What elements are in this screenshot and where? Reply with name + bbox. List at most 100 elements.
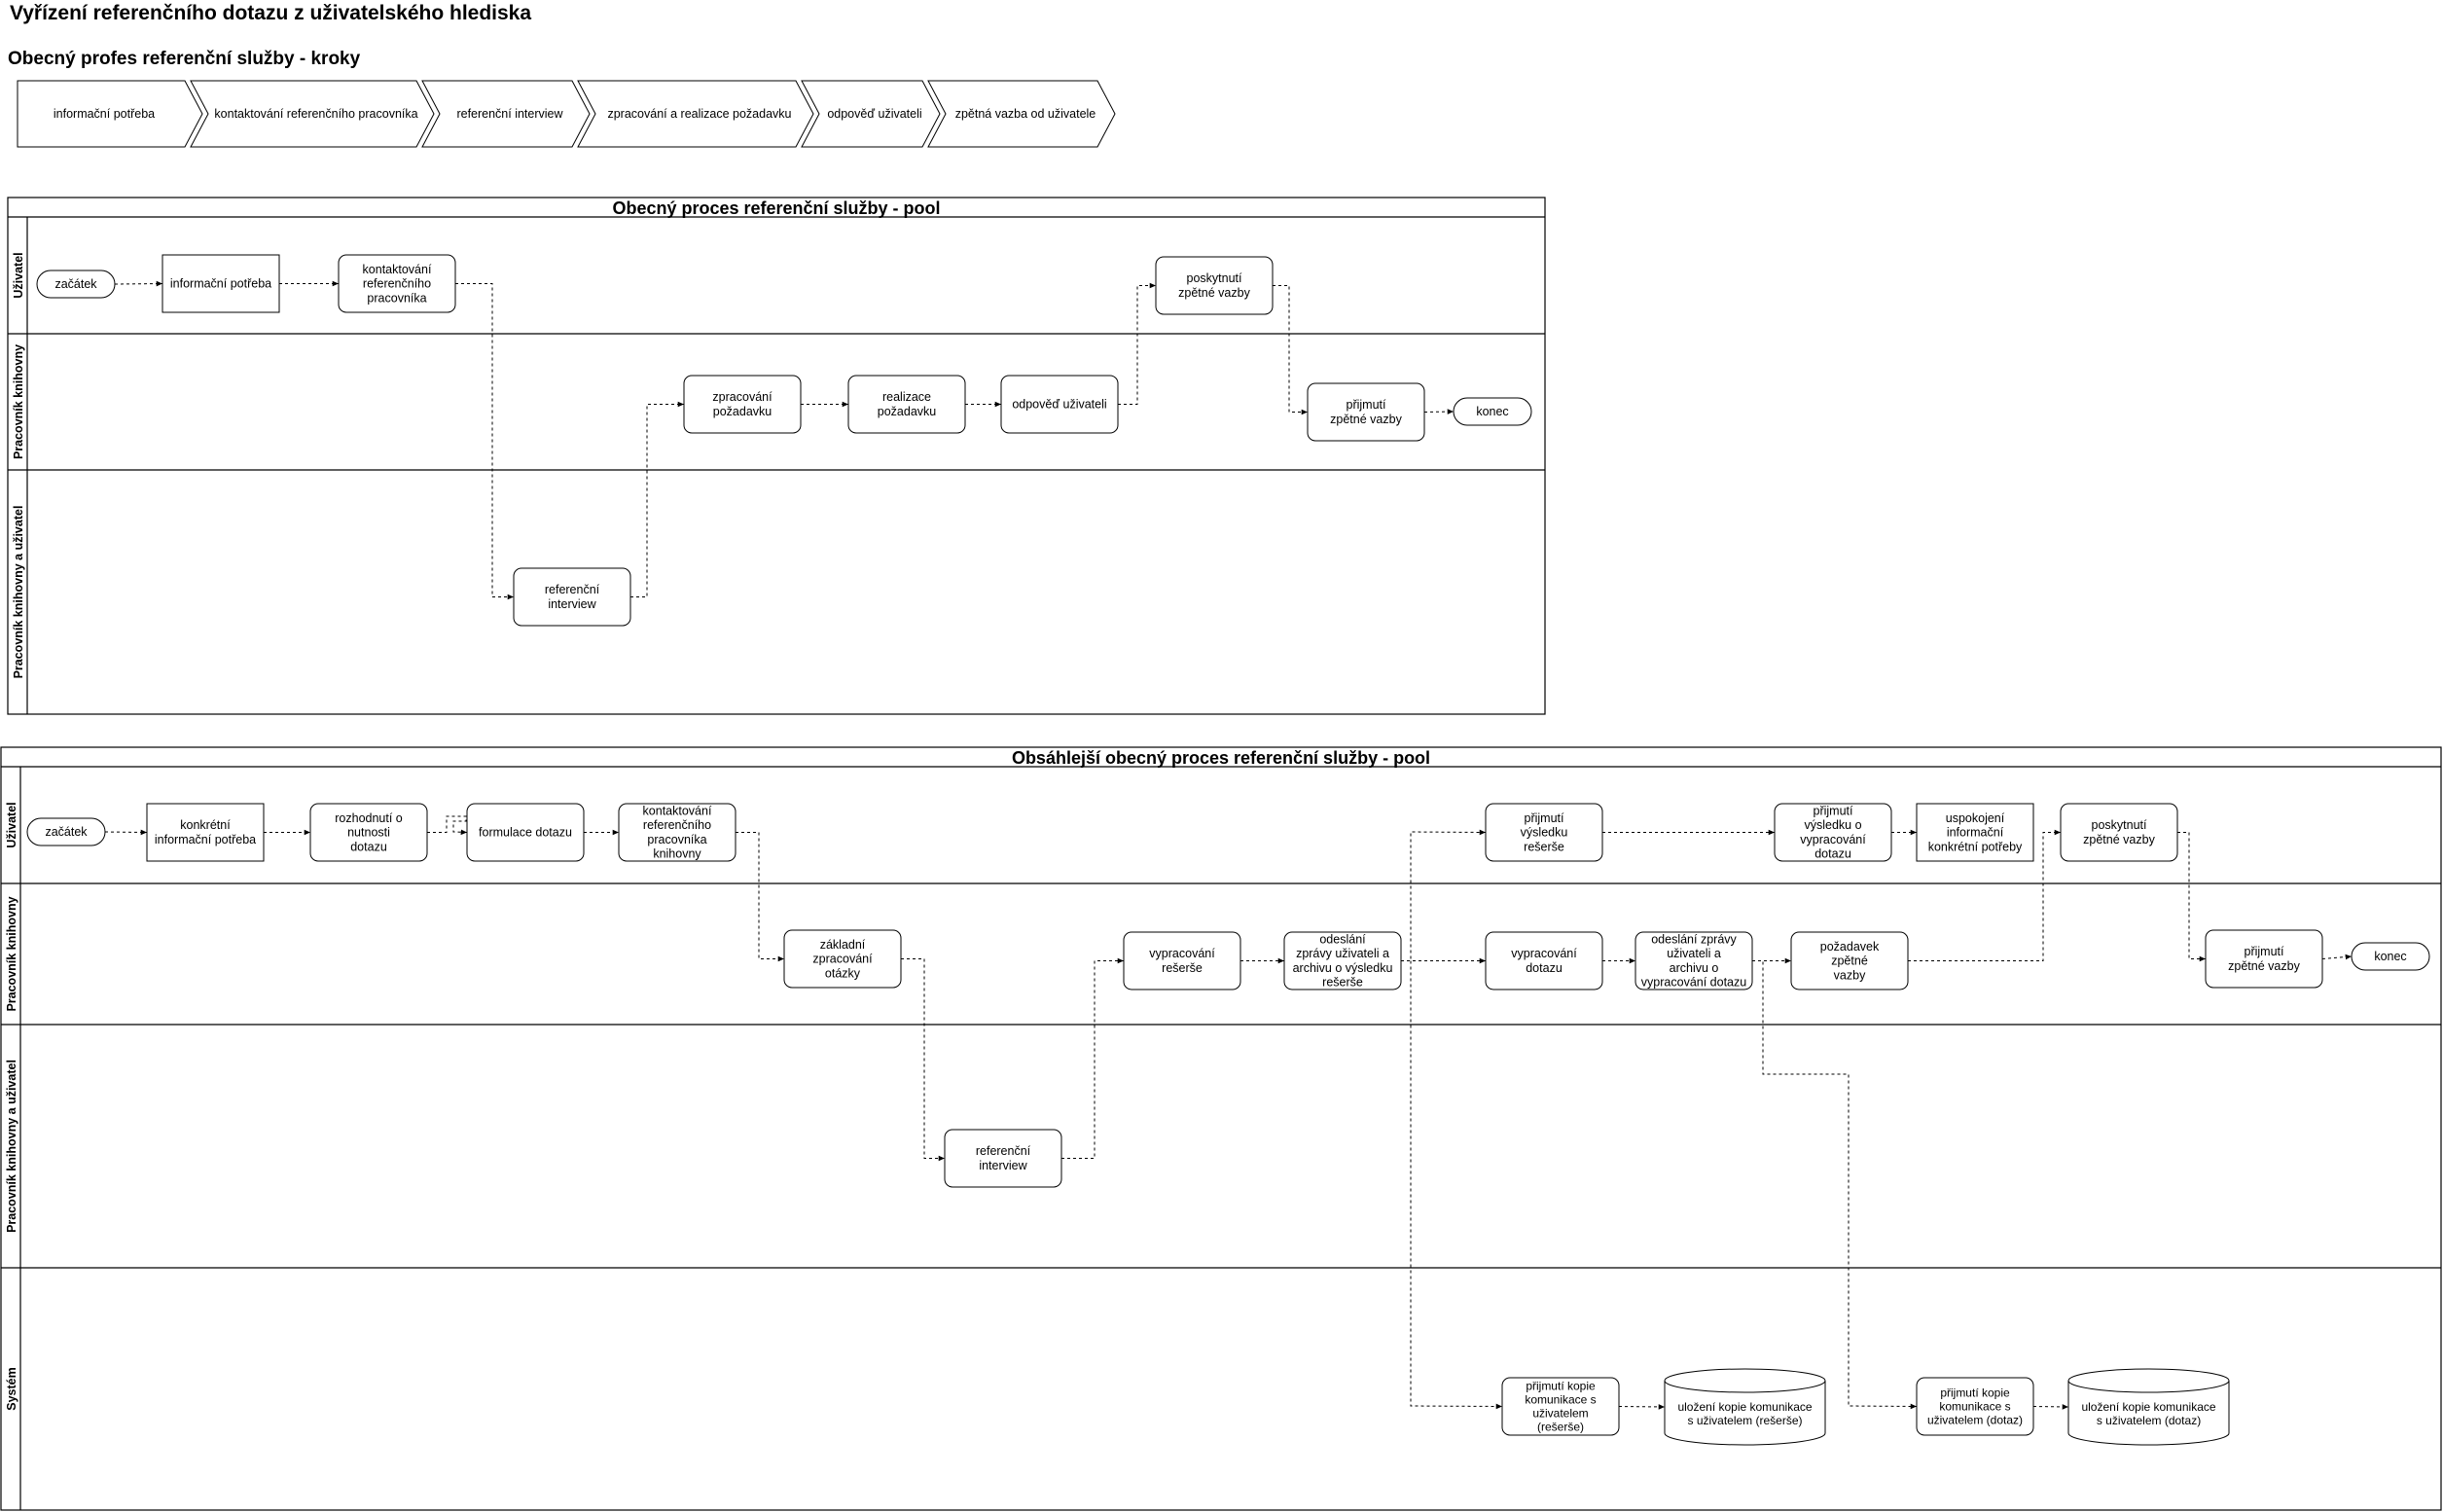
process-step-label: zpracování a realizace požadavku: [607, 107, 791, 121]
page-title: Vyřízení referenčního dotazu z uživatels…: [10, 2, 532, 24]
p1-end-node: konec: [1453, 397, 1532, 426]
flow-arrow: [2321, 954, 2353, 960]
process-step-label: referenční interview: [456, 107, 563, 121]
process-step-label: informační potřeba: [54, 107, 155, 121]
pool2-pool-title: Obsáhlejší obecný proces referenční služ…: [1012, 748, 1430, 768]
flow-arrow: [2177, 832, 2206, 962]
node-label: začátek: [45, 825, 88, 839]
p1-answer-node: odpověď uživateli: [1000, 375, 1119, 434]
p2-formulate-node: formulace dotazu: [466, 803, 585, 862]
process-step-4: zpracování a realizace požadavku: [577, 80, 814, 148]
flow-arrow: [901, 958, 945, 1162]
process-step-2: kontaktování referenčního pracovníka: [190, 80, 435, 148]
flow-arrow: [1061, 957, 1124, 1159]
node-label: informační potřeba: [170, 277, 271, 291]
p2-start-node: začátek: [26, 817, 106, 846]
p1-start-node: začátek: [36, 270, 116, 299]
flow-arrow: [1618, 1404, 1666, 1410]
pool1-lane-3: Pracovník knihovny a uživatel: [8, 469, 1545, 678]
process-step-label: zpětná vazba od uživatele: [955, 107, 1096, 121]
pool2-pool: Obsáhlejší obecný proces referenční služ…: [0, 746, 2442, 1511]
flow-arrow: [114, 280, 163, 287]
p1-need-node: informační potřeba: [162, 254, 280, 313]
flow-arrow: [1118, 282, 1156, 405]
process-step-3: referenční interview: [421, 80, 591, 148]
pool2-lane-1: Uživatel: [5, 802, 18, 847]
flow-arrow: [1908, 829, 2061, 961]
process-step-label: odpověď uživateli: [827, 107, 921, 121]
pool2-lane-4: Systém: [1, 1267, 2441, 1411]
process-step-6: zpětná vazba od uživatele: [927, 80, 1116, 148]
pool2-lane-3: Pracovník knihovny a uživatel: [1, 1024, 2441, 1233]
node-label: konec: [2374, 950, 2406, 963]
flow-arrow: [2032, 1404, 2069, 1410]
process-step-5: odpověď uživateli: [801, 80, 941, 148]
node-label: formulace dotazu: [479, 826, 572, 840]
flow-arrow: [1410, 960, 1503, 1410]
lane-label: Pracovník knihovny: [5, 896, 18, 1011]
lane-label: Pracovník knihovny a uživatel: [5, 1060, 18, 1233]
pool2-lane-2: Pracovník knihovny: [1, 882, 2441, 1012]
process-step-label: kontaktování referenčního pracovníka: [214, 107, 417, 121]
flow-arrow: [1401, 829, 1487, 961]
lane-label: Uživatel: [12, 252, 25, 298]
lane-label: Pracovník knihovny: [12, 344, 25, 459]
flow-arrow: [630, 401, 684, 597]
node-label: konec: [1476, 405, 1508, 418]
flow-arrow: [104, 829, 148, 836]
pool1-pool-title: Obecný proces referenční služby - pool: [612, 198, 940, 218]
pool1-lane-1: Uživatel: [12, 252, 25, 298]
node-label: odpověď uživateli: [1012, 398, 1106, 412]
p2-end-node: konec: [2351, 942, 2430, 971]
flow-arrow: [455, 283, 514, 600]
node-label: začátek: [54, 277, 97, 291]
lane-label: Uživatel: [5, 802, 18, 847]
steps-title: Obecný profes referenční služby - kroky: [8, 49, 361, 69]
flow-arrow: [736, 832, 784, 962]
